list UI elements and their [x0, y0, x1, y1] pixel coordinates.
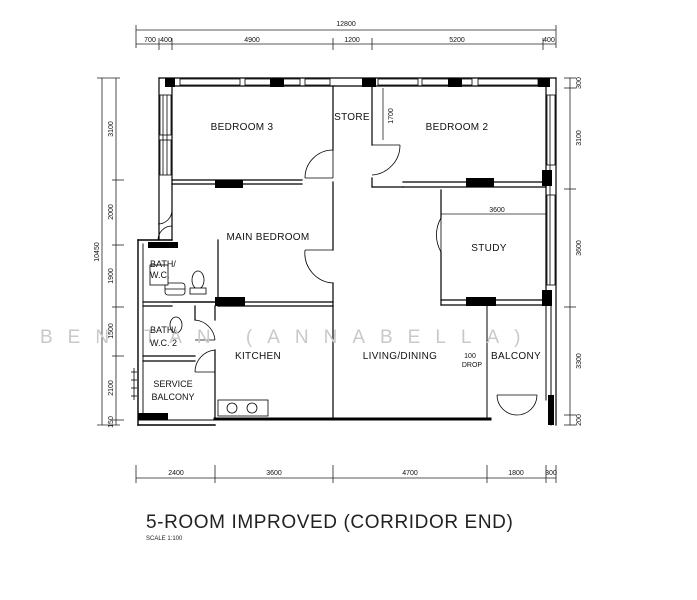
dim-left-2: 2000 [108, 204, 115, 220]
room-label-store: STORE [334, 112, 370, 123]
service-balcony-railing [131, 368, 137, 400]
dim-right-1: 300 [576, 77, 583, 89]
dim-top-4: 1200 [344, 37, 360, 44]
room-label-bath-1-line-1: BATH/ [150, 259, 176, 269]
drop-value: 100 [464, 353, 476, 360]
room-label-living-dining: LIVING/DINING [363, 351, 437, 362]
dim-bottom-5: 300 [545, 470, 557, 477]
columns [138, 78, 554, 425]
dim-left-5: 2100 [108, 380, 115, 396]
walls [137, 77, 557, 426]
dim-top-1: 700 [144, 37, 156, 44]
dim-bottom-3: 4700 [402, 470, 418, 477]
dimension-lines [97, 25, 576, 483]
plan-title: 5-ROOM IMPROVED (CORRIDOR END) [146, 512, 513, 533]
dim-left-1: 3100 [108, 121, 115, 137]
room-label-bath-1-line-2: W.C. [150, 270, 170, 280]
drop-label: DROP [462, 362, 483, 369]
dim-overall-width: 12800 [336, 21, 356, 28]
dim-left-6: 150 [108, 416, 115, 428]
dim-bottom-2: 3600 [266, 470, 282, 477]
room-label-bath-2-line-2: W.C. 2 [150, 338, 177, 348]
room-label-bedroom-3: BEDROOM 3 [211, 122, 274, 133]
room-label-kitchen: KITCHEN [235, 351, 281, 362]
room-label-balcony: BALCONY [491, 351, 541, 362]
watermark-text: BEN TAN (ANNABELLA) [40, 327, 535, 348]
dim-right-2: 3100 [576, 130, 583, 146]
dim-top-5: 5200 [449, 37, 465, 44]
bathroom-fixtures [149, 264, 207, 334]
dim-right-5: 200 [576, 414, 583, 426]
dim-left-3: 1900 [108, 268, 115, 284]
room-label-bedroom-2: BEDROOM 2 [426, 122, 489, 133]
dim-left-4: 1500 [108, 323, 115, 339]
room-label-bath-2-line-1: BATH/ [150, 325, 176, 335]
room-label-study: STUDY [471, 243, 506, 254]
room-label-main-bedroom: MAIN BEDROOM [226, 232, 309, 243]
dim-store-depth: 1700 [388, 108, 395, 124]
doors [157, 144, 538, 416]
dim-study-width: 3600 [489, 207, 505, 214]
kitchen-sink [217, 399, 269, 417]
dim-overall-height: 10450 [94, 242, 101, 262]
dim-bottom-1: 2400 [168, 470, 184, 477]
dim-top-2: 400 [160, 37, 172, 44]
dim-right-4: 3300 [576, 353, 583, 369]
plan-scale: SCALE 1:100 [146, 536, 183, 542]
dim-top-6: 400 [543, 37, 555, 44]
dim-bottom-4: 1800 [508, 470, 524, 477]
room-label-service-line-1: SERVICE [153, 379, 192, 389]
dim-right-3: 3600 [576, 240, 583, 256]
room-label-service-line-2: BALCONY [151, 392, 194, 402]
dim-top-3: 4900 [244, 37, 260, 44]
